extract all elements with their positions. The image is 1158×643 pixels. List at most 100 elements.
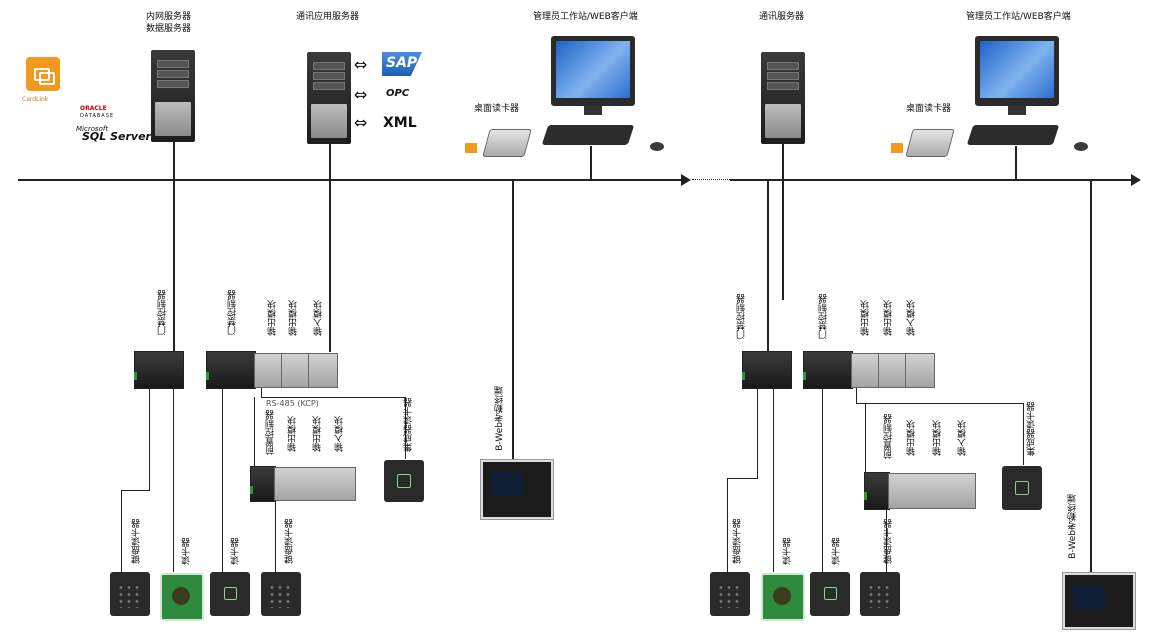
link-workstation-right	[1015, 146, 1017, 179]
link-bweb-left	[512, 180, 514, 461]
link-workstation-left	[590, 146, 592, 179]
link-keypad-reader-1-right-v	[727, 478, 729, 572]
link-front-ctrl-left	[254, 397, 256, 467]
keyboard-right-icon	[966, 125, 1060, 145]
link-reader-black-left	[222, 388, 224, 572]
door-ctrl-a-right-icon	[742, 351, 792, 389]
front-ctrl-right-icon	[864, 472, 890, 510]
comm-server-label: 通讯服务器	[759, 12, 805, 22]
keyboard-left-icon	[541, 125, 635, 145]
bweb-terminal-left-icon	[481, 460, 553, 519]
monitor-left-icon	[551, 36, 635, 106]
monitor-right-icon	[975, 36, 1059, 106]
sub-modules-left-icon	[274, 467, 356, 501]
intranet-server-tower-icon	[151, 50, 195, 142]
sub-output-2-left-label: 输出模块	[313, 416, 323, 452]
sub-input-right-label: 输入模块	[958, 420, 968, 456]
link-keypad-reader-1-right-h	[727, 478, 758, 480]
sql-server-text: SQL Server	[82, 130, 151, 143]
link-keypad-reader-1-left-v	[121, 490, 123, 572]
input-mod-left-icon	[308, 353, 338, 388]
reader-green-right-icon	[761, 573, 805, 621]
link-integrated-reader-right	[1023, 403, 1025, 465]
opc-logo: OPC	[384, 86, 412, 102]
desktop-reader-right-label: 桌面读卡器	[906, 104, 952, 114]
admin-workstation-right-label: 管理员工作站/WEB客户端	[966, 12, 1071, 22]
front-ctrl-left-icon	[250, 466, 276, 502]
microsoft-text: Microsoft	[76, 125, 109, 133]
double-arrow-opc-icon: ⇔	[354, 85, 368, 104]
link-door-ctrl-a-right	[767, 180, 769, 352]
link-keypad-reader-1-left-h	[121, 490, 150, 492]
reader-black-right-label: 读卡器	[832, 538, 842, 565]
rs485-bus-right	[856, 403, 1024, 405]
double-arrow-sap-icon: ⇔	[354, 55, 368, 74]
integrated-reader-right-label: 集成器读卡器	[1027, 402, 1037, 456]
desktop-reader-right-badge	[891, 143, 903, 153]
sub-output-1-right-label: 输出模块	[907, 420, 917, 456]
mouse-right-icon	[1074, 142, 1088, 151]
link-door-ctrl-b-right	[782, 180, 784, 300]
reader-black-left-label: 读卡器	[231, 538, 241, 565]
input-mod-right-label: 输入模块	[907, 300, 917, 336]
sap-logo-text: SAP	[386, 55, 418, 71]
rs485-drop-right	[856, 388, 858, 404]
link-integrated-reader-left	[405, 397, 407, 459]
door-ctrl-a-left-icon	[134, 351, 184, 389]
link-comm-app-server	[329, 144, 331, 179]
bweb-terminal-left-label: B-Web考勤终端	[495, 386, 505, 451]
keypad-reader-2-left-icon	[261, 572, 301, 616]
opc-logo-text: OPC	[386, 88, 410, 99]
network-backbone-left	[18, 179, 682, 181]
link-bweb-right	[1090, 180, 1092, 573]
link-reader-green-right	[773, 388, 775, 572]
link-keypad-reader-2-left	[275, 500, 277, 572]
output-mod-2-left-icon	[281, 353, 309, 388]
output-mod-1-left-icon	[254, 353, 282, 388]
link-front-ctrl-right	[865, 403, 867, 473]
rs485-drop-left	[261, 388, 263, 398]
integrated-reader-left-label: 集成器读卡器	[404, 398, 414, 452]
keypad-reader-1-left-icon	[110, 572, 150, 616]
oracle-logo-text: ORACLE	[80, 105, 107, 112]
bweb-terminal-right-label: B-Web考勤终端	[1068, 494, 1078, 559]
integrated-reader-right-icon	[1002, 466, 1042, 510]
sub-modules-right-icon	[888, 473, 976, 509]
sub-input-left-label: 输入模块	[335, 416, 345, 452]
admin-workstation-left-label: 管理员工作站/WEB客户端	[533, 12, 638, 22]
door-ctrl-a-left-label: 门禁控制器	[158, 290, 168, 335]
integrated-reader-left-icon	[384, 460, 424, 502]
door-ctrl-b-right-icon	[803, 351, 853, 389]
output-mod-1-right-label: 输出模块	[861, 300, 871, 336]
rs485-bus-left	[261, 397, 406, 399]
link-keypad-reader-2-right	[886, 508, 888, 572]
xml-logo-text: XML	[383, 115, 417, 131]
desktop-reader-left-badge	[465, 143, 477, 153]
door-ctrl-a-right-label: 门禁控制器	[737, 294, 747, 339]
link-keypad-reader-1-left	[149, 388, 151, 490]
monitor-left-stand	[584, 106, 602, 115]
oracle-database-text: DATABASE	[80, 113, 115, 119]
reader-black-right-icon	[810, 572, 850, 616]
output-mod-2-left-label: 输出模块	[289, 300, 299, 336]
link-intranet-server	[173, 142, 175, 179]
double-arrow-xml-icon: ⇔	[354, 113, 368, 132]
rs485-label-left: RS-485 (KCP)	[266, 399, 319, 408]
reader-green-right-label: 读卡器	[783, 538, 793, 565]
door-ctrl-b-left-icon	[206, 351, 256, 389]
link-door-ctrl-a-left	[173, 180, 175, 352]
reader-green-left-icon	[160, 573, 204, 621]
front-ctrl-right-label: 前置控制器	[884, 414, 894, 459]
link-reader-black-right	[822, 388, 824, 572]
comm-app-server-label: 通讯应用服务器	[296, 12, 360, 22]
backbone-arrow-end-icon	[1131, 174, 1141, 186]
reader-green-left-label: 读卡器	[182, 538, 192, 565]
desktop-reader-right-icon	[905, 129, 955, 157]
output-mod-2-right-icon	[878, 353, 906, 388]
network-backbone-dotted	[692, 179, 730, 180]
input-mod-right-icon	[905, 353, 935, 388]
output-mod-1-left-label: 输出模块	[268, 300, 278, 336]
link-door-ctrl-b-left	[329, 180, 331, 352]
link-comm-server	[782, 144, 784, 179]
input-mod-left-label: 输入模块	[314, 300, 324, 336]
